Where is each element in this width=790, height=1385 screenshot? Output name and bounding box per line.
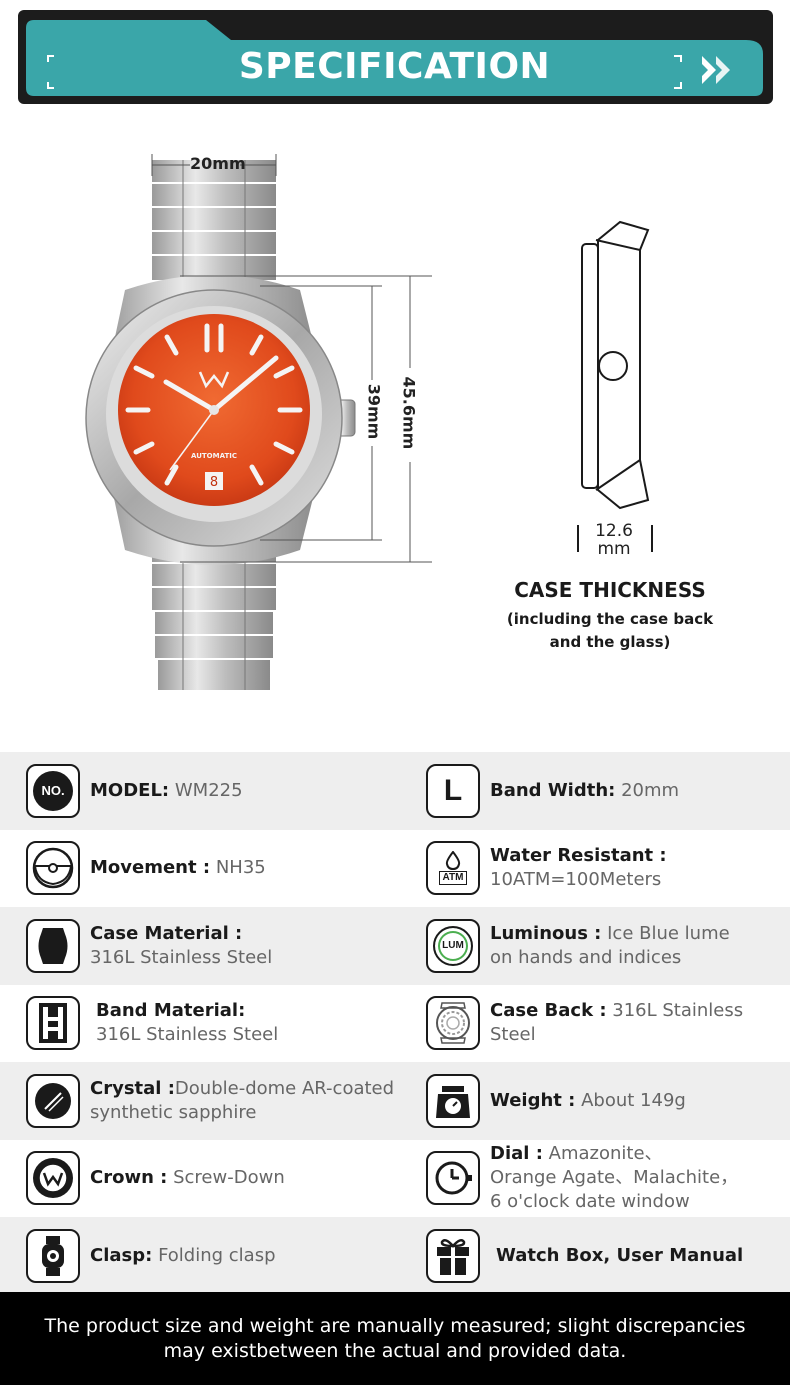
case-length-dimension: 45.6mm	[399, 376, 419, 450]
weight-value: About 149g	[581, 1089, 686, 1111]
spec-weight: Weight : About 149g	[426, 1062, 790, 1140]
dial-date: 8	[210, 475, 218, 490]
case-note-line-1: (including the case back	[506, 610, 714, 628]
model-label: MODEL:	[90, 779, 170, 801]
crown-value: Screw-Down	[173, 1167, 285, 1189]
water-drop-atm-icon: ATM	[426, 841, 480, 896]
spec-movement: Movement : NH35	[26, 830, 406, 908]
specification-table: NO. MODEL: WM225 L Band Width: 20mm Move…	[0, 752, 790, 1295]
clasp-value: Folding clasp	[158, 1244, 276, 1266]
clasp-icon	[26, 1228, 80, 1283]
dial-label: Dial :	[490, 1143, 543, 1165]
dimension-diagram: 8 AUTOMATIC 20m	[0, 110, 790, 730]
weight-label: Weight :	[490, 1089, 576, 1111]
no-badge-icon: NO.	[26, 763, 80, 818]
thickness-value: 12.6	[595, 521, 633, 541]
spec-case-material: Case Material : 316L Stainless Steel	[26, 907, 406, 985]
band-width-icon-letter: L	[443, 773, 463, 807]
band-width-l-icon: L	[426, 763, 480, 818]
dial-clock-icon	[426, 1151, 480, 1206]
bracelet-top	[152, 160, 276, 280]
crown-logo-icon	[26, 1151, 80, 1206]
dial-value-2: Orange Agate、Malachite，	[490, 1167, 739, 1189]
case-thickness-title: CASE THICKNESS	[514, 578, 706, 602]
water-resistant-label: Water Resistant :	[490, 845, 667, 867]
water-resistant-value: 10ATM=100Meters	[490, 869, 662, 891]
case-material-label: Case Material :	[90, 922, 243, 944]
atm-icon-text: ATM	[438, 871, 468, 886]
spec-row: Case Material : 316L Stainless Steel LUM…	[0, 907, 790, 985]
movement-label: Movement :	[90, 857, 211, 879]
crystal-glass-icon	[26, 1073, 80, 1128]
band-width-value: 20mm	[621, 779, 680, 801]
crystal-label: Crystal :	[90, 1077, 175, 1099]
case-back-label: Case Back :	[490, 1000, 607, 1022]
double-chevron-icon	[702, 56, 730, 84]
spec-row: Band Material: 316L Stainless Steel Case…	[0, 985, 790, 1063]
no-badge-text: NO.	[33, 770, 73, 811]
spec-row: Clasp: Folding clasp Watch Box, User Man…	[0, 1217, 790, 1295]
spec-luminous: LUM Luminous : Ice Blue lume on hands an…	[426, 907, 790, 985]
page-title: SPECIFICATION	[238, 45, 551, 87]
luminous-label: Luminous :	[490, 922, 602, 944]
lume-icon: LUM	[426, 918, 480, 973]
case-material-value: 316L Stainless Steel	[90, 946, 273, 968]
spec-crown: Crown : Screw-Down	[26, 1140, 406, 1218]
spec-dial: Dial : Amazonite、 Orange Agate、Malachite…	[426, 1140, 790, 1218]
band-material-label: Band Material:	[96, 1000, 246, 1022]
band-material-value: 316L Stainless Steel	[96, 1024, 279, 1046]
date-window	[205, 472, 223, 490]
band-width-label: Band Width:	[490, 779, 616, 801]
thickness-unit: mm	[597, 539, 631, 559]
header-banner: SPECIFICATION	[26, 20, 763, 96]
brand-logo-icon	[198, 371, 230, 389]
dial-diameter-dimension: 39mm	[364, 383, 384, 440]
dial-value-3: 6 o'clock date window	[490, 1191, 690, 1213]
spec-row: Crystal :Double-dome AR-coated synthetic…	[0, 1062, 790, 1140]
spec-band-width: L Band Width: 20mm	[426, 752, 790, 830]
spec-row: NO. MODEL: WM225 L Band Width: 20mm	[0, 752, 790, 830]
header-banner-shape	[26, 20, 763, 96]
spec-model: NO. MODEL: WM225	[26, 752, 406, 830]
specification-header: SPECIFICATION	[18, 10, 773, 104]
spec-crystal: Crystal :Double-dome AR-coated synthetic…	[26, 1062, 406, 1140]
disclaimer-line-1: The product size and weight are manually…	[44, 1314, 746, 1337]
crystal-value: Double-dome AR-coated	[174, 1077, 395, 1099]
movement-rotor-icon	[26, 841, 80, 896]
spec-clasp: Clasp: Folding clasp	[26, 1217, 406, 1295]
spec-row: Crown : Screw-Down Dial : Amazonite、 Ora…	[0, 1140, 790, 1218]
band-width-dimension: 20mm	[190, 154, 246, 173]
luminous-value: Ice Blue lume	[607, 922, 730, 944]
case-back-icon	[426, 996, 480, 1051]
spec-row: Movement : NH35 ATM Water Resistant : 10…	[0, 830, 790, 908]
thickness-dimension: 12.6 mm	[583, 522, 645, 558]
disclaimer-line-2: may existbetween the actual and provided…	[163, 1339, 627, 1362]
disclaimer-footer: The product size and weight are manually…	[0, 1292, 790, 1385]
spec-package: Watch Box, User Manual	[426, 1217, 790, 1295]
dimension-lines	[151, 154, 432, 563]
movement-value: NH35	[215, 857, 266, 879]
dial-value: Amazonite、	[548, 1143, 663, 1165]
bracelet-link-icon	[26, 996, 80, 1051]
crystal-value-2: synthetic sapphire	[90, 1101, 257, 1123]
package-label: Watch Box, User Manual	[496, 1244, 744, 1266]
lume-icon-text: LUM	[433, 925, 473, 966]
case-note-line-2: and the glass)	[549, 633, 671, 651]
case-side-profile	[577, 220, 653, 552]
model-value: WM225	[174, 779, 243, 801]
hour-indices	[125, 323, 303, 486]
spec-band-material: Band Material: 316L Stainless Steel	[26, 985, 406, 1063]
gift-box-icon	[426, 1228, 480, 1283]
watch-illustration: 8 AUTOMATIC	[85, 154, 653, 690]
dial-automatic-text: AUTOMATIC	[191, 452, 237, 460]
crown-label: Crown :	[90, 1167, 168, 1189]
watch-case-icon	[26, 918, 80, 973]
spec-case-back: Case Back : 316L Stainless Steel	[426, 985, 790, 1063]
case-thickness-note: (including the case back and the glass)	[500, 608, 720, 654]
clasp-label: Clasp:	[90, 1244, 153, 1266]
spec-water-resistant: ATM Water Resistant : 10ATM=100Meters	[426, 830, 790, 908]
case-back-value: 316L Stainless Steel	[490, 1000, 744, 1046]
weight-scale-icon	[426, 1073, 480, 1128]
luminous-value-2: on hands and indices	[490, 946, 682, 968]
